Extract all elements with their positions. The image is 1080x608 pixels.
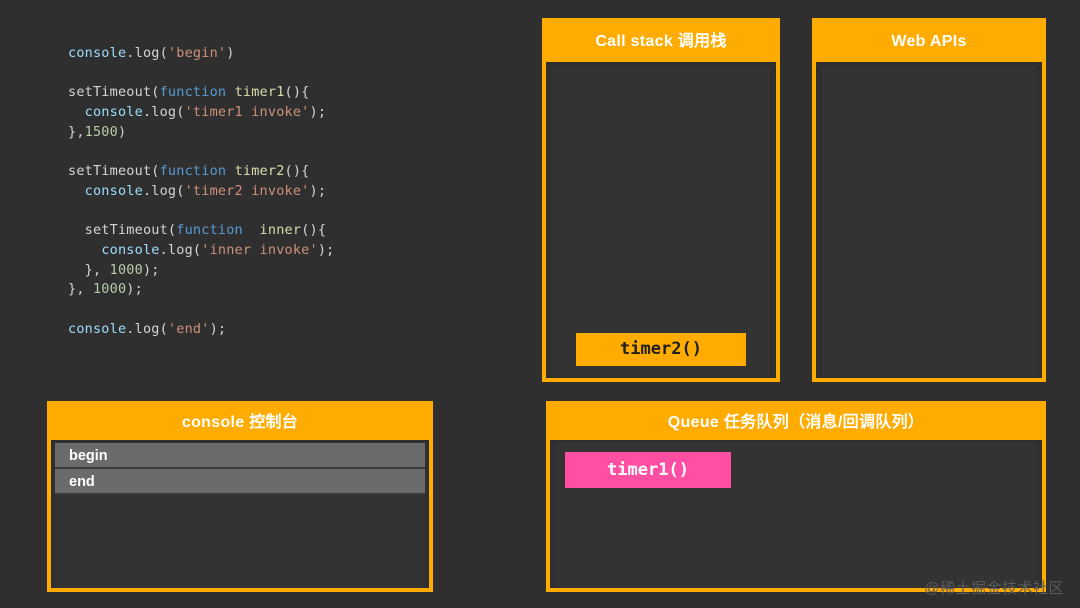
code-token: setTimeout( xyxy=(68,222,177,239)
code-line: setTimeout(function timer2(){ xyxy=(68,162,508,182)
call-stack-body: timer2() xyxy=(552,66,770,376)
web-apis-title: Web APIs xyxy=(816,22,1042,62)
web-apis-body xyxy=(822,66,1036,376)
queue-body: timer1() xyxy=(556,443,1036,588)
code-token: ); xyxy=(309,104,327,121)
code-line: setTimeout(function timer1(){ xyxy=(68,83,508,103)
console-row: end xyxy=(55,469,425,495)
code-token: 'timer1 invoke' xyxy=(184,104,310,121)
web-apis-panel: Web APIs xyxy=(812,18,1046,382)
code-token: function xyxy=(159,163,227,180)
code-token: 'timer2 invoke' xyxy=(184,182,310,199)
code-token: 1000 xyxy=(109,261,143,278)
call-stack-title: Call stack 调用栈 xyxy=(546,22,776,62)
console-title: console 控制台 xyxy=(51,405,429,440)
code-token: .log( xyxy=(126,320,168,337)
code-token xyxy=(68,242,101,258)
code-token: 1000 xyxy=(92,281,127,298)
watermark: @稀土掘金技术社区 xyxy=(924,580,1064,597)
code-line: setTimeout(function inner(){ xyxy=(68,221,508,241)
code-line: }, 1000); xyxy=(68,280,508,300)
code-line: },1500) xyxy=(68,123,508,143)
code-token: ) xyxy=(226,45,235,61)
code-token: .log( xyxy=(142,182,185,199)
code-token: function xyxy=(176,222,243,239)
code-token: console xyxy=(101,242,160,259)
code-token xyxy=(68,104,85,120)
code-token: console xyxy=(68,45,127,61)
code-token: ) xyxy=(117,123,127,140)
code-line xyxy=(68,300,508,320)
code-token: ); xyxy=(317,242,335,259)
code-token: (){ xyxy=(284,84,310,101)
code-snippet: console.log('begin') setTimeout(function… xyxy=(68,44,508,340)
code-token: timer2 xyxy=(234,163,285,180)
code-token: 'end' xyxy=(167,320,210,337)
code-token: (){ xyxy=(284,163,310,180)
code-line: console.log('timer2 invoke'); xyxy=(68,182,508,202)
code-line: console.log('begin') xyxy=(68,44,508,64)
queue-title: Queue 任务队列（消息/回调队列） xyxy=(550,405,1042,440)
code-token xyxy=(226,84,234,100)
call-stack-panel: Call stack 调用栈 timer2() xyxy=(542,18,780,382)
code-token: console xyxy=(84,104,143,121)
code-token: (){ xyxy=(301,222,327,239)
code-token: ); xyxy=(309,182,327,199)
code-token: console xyxy=(84,182,143,199)
code-token: 'begin' xyxy=(167,45,227,61)
code-token: }, xyxy=(68,281,93,298)
code-line: console.log('inner invoke'); xyxy=(68,241,508,261)
code-token: .log( xyxy=(126,45,168,61)
code-token: ); xyxy=(126,281,143,298)
code-token: ); xyxy=(209,320,227,337)
code-token: }, xyxy=(68,123,85,140)
code-line xyxy=(68,64,508,84)
code-token: }, xyxy=(68,261,110,278)
queue-task: timer1() xyxy=(565,452,731,488)
code-token: ); xyxy=(142,261,160,278)
code-token xyxy=(68,183,85,199)
queue-panel: Queue 任务队列（消息/回调队列） timer1() xyxy=(546,401,1046,592)
code-token: console xyxy=(68,320,127,337)
console-row: begin xyxy=(55,443,425,469)
code-token: 1500 xyxy=(84,123,118,140)
code-token: timer1 xyxy=(234,84,285,101)
code-line: console.log('end'); xyxy=(68,320,508,340)
code-token: 'inner invoke' xyxy=(201,242,318,259)
code-line xyxy=(68,143,508,163)
call-stack-frame: timer2() xyxy=(576,333,746,366)
code-line xyxy=(68,202,508,222)
code-token: .log( xyxy=(159,242,202,259)
code-token: setTimeout( xyxy=(68,84,160,101)
code-token: .log( xyxy=(142,104,185,121)
code-token xyxy=(226,163,234,179)
code-token: inner xyxy=(259,222,302,239)
code-token: setTimeout( xyxy=(68,163,160,180)
code-line: console.log('timer1 invoke'); xyxy=(68,103,508,123)
code-token xyxy=(243,222,260,238)
code-line: }, 1000); xyxy=(68,261,508,281)
code-token: function xyxy=(159,84,227,101)
